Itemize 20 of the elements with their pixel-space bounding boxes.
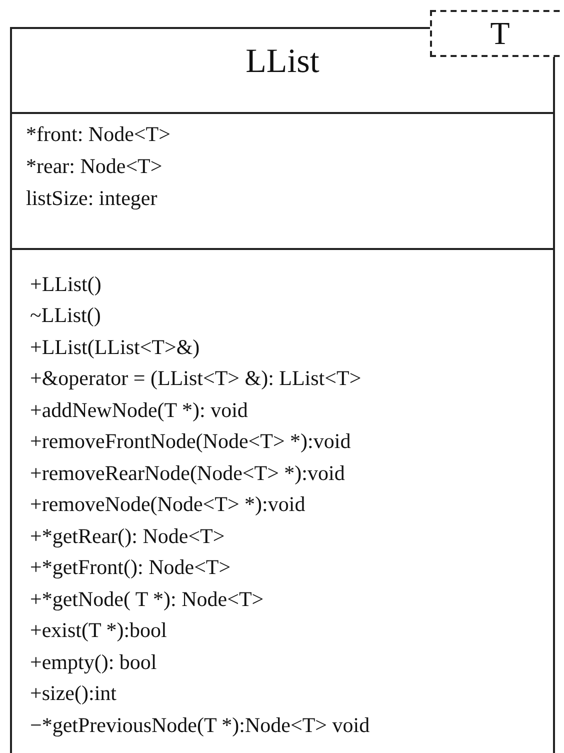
method-text: +removeNode(Node<T> *):void [30,492,306,516]
attribute-text: listSize: integer [26,186,158,210]
method-text: +empty(): bool [30,650,157,674]
method-text: +&operator = (LList<T> &): LList<T> [30,366,362,390]
method-text: +*getRear(): Node<T> [30,524,225,548]
method-text: −*getPreviousNode(T *):Node<T> void [30,712,370,736]
method-text: +removeRearNode(Node<T> *):void [30,460,345,484]
method-text: +LList() [30,272,102,296]
class-name: LList [246,43,320,81]
method-text: ~LList() [30,303,101,327]
attribute-text: *rear: Node<T> [26,154,162,178]
method-text: +LList(LList<T>&) [30,334,200,358]
method-text: +exist(T *):bool [30,618,167,642]
method-text: +addNewNode(T *): void [30,398,248,422]
attribute-text: *front: Node<T> [26,122,170,146]
method-text: +size():int [30,681,116,705]
method-text: +*getNode( T *): Node<T> [30,586,264,610]
template-parameter: T [490,14,510,53]
method-text: +removeFrontNode(Node<T> *):void [30,429,351,453]
method-text: +*getFront(): Node<T> [30,555,231,579]
